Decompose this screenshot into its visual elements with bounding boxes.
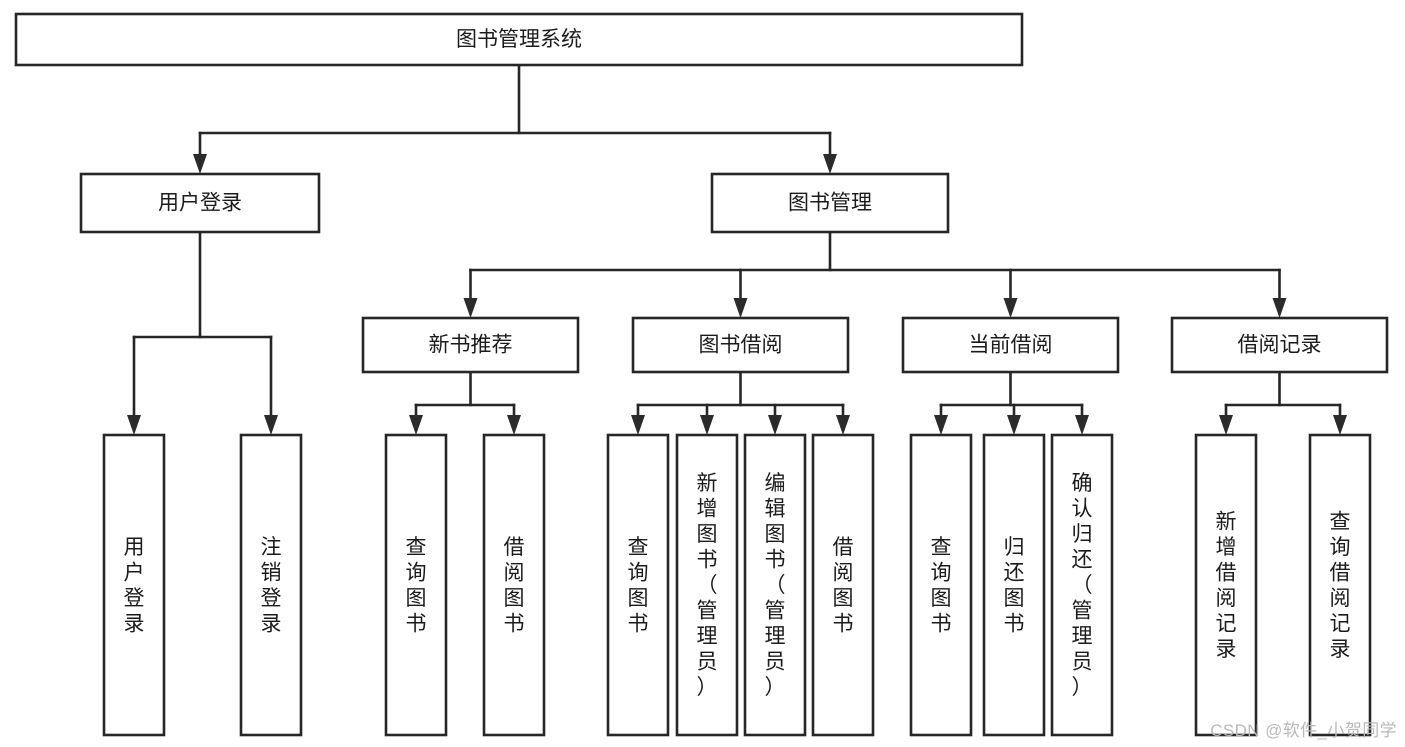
- node-box[interactable]: [1170, 316, 1389, 374]
- node-label: 编辑图书（管理员）: [765, 472, 786, 699]
- node-label: 注销登录: [261, 536, 282, 636]
- node-label: 用户登录: [124, 536, 145, 636]
- node-leaf-query-book-current[interactable]: 查询图书: [909, 433, 973, 737]
- node-label: 新书推荐: [429, 334, 513, 357]
- arrow-head-icon: [768, 415, 782, 435]
- arrow-head-icon: [1007, 415, 1021, 435]
- node-box[interactable]: [79, 172, 321, 234]
- arrow-head-icon: [836, 415, 850, 435]
- arrow-head-icon: [264, 415, 278, 435]
- arrow-head-icon: [1333, 415, 1347, 435]
- node-box[interactable]: [631, 316, 850, 374]
- arrow-head-icon: [463, 298, 478, 318]
- arrow-head-icon: [733, 298, 748, 318]
- node-book-borrow[interactable]: 图书借阅: [631, 316, 850, 374]
- node-leaf-query-book-rec[interactable]: 查询图书: [384, 433, 448, 737]
- node-borrow-records[interactable]: 借阅记录: [1170, 316, 1389, 374]
- node-leaf-confirm-return[interactable]: 确认归还（管理员）: [1050, 433, 1114, 737]
- arrow-head-icon: [127, 415, 141, 435]
- node-box[interactable]: [675, 433, 739, 737]
- node-leaf-query-book-borrow[interactable]: 查询图书: [606, 433, 670, 737]
- node-leaf-user-login[interactable]: 用户登录: [102, 433, 166, 737]
- arrow-head-icon: [507, 415, 521, 435]
- node-label: 新增借阅记录: [1216, 510, 1237, 661]
- node-box[interactable]: [811, 433, 875, 737]
- watermark-text: CSDN @软件_小贺同学: [1210, 721, 1397, 740]
- node-leaf-logout[interactable]: 注销登录: [239, 433, 303, 737]
- node-box[interactable]: [14, 12, 1024, 67]
- arrow-head-icon: [1003, 298, 1018, 318]
- node-label: 确认归还（管理员）: [1072, 472, 1093, 699]
- node-leaf-edit-book[interactable]: 编辑图书（管理员）: [743, 433, 807, 737]
- node-label: 查询图书: [931, 536, 952, 636]
- node-box[interactable]: [1194, 433, 1258, 737]
- node-label: 借阅图书: [833, 536, 854, 636]
- node-leaf-query-record[interactable]: 查询借阅记录: [1308, 433, 1372, 737]
- node-user-login[interactable]: 用户登录: [79, 172, 321, 234]
- node-label: 新增图书（管理员）: [697, 472, 718, 699]
- node-root[interactable]: 图书管理系统: [14, 12, 1024, 67]
- node-label: 借阅记录: [1238, 334, 1322, 357]
- node-current-borrow[interactable]: 当前借阅: [901, 316, 1120, 374]
- node-label: 图书管理: [788, 192, 872, 215]
- node-leaf-add-book[interactable]: 新增图书（管理员）: [675, 433, 739, 737]
- node-label: 归还图书: [1004, 536, 1025, 636]
- node-box[interactable]: [1308, 433, 1372, 737]
- node-leaf-add-record[interactable]: 新增借阅记录: [1194, 433, 1258, 737]
- node-box[interactable]: [102, 433, 166, 737]
- node-box[interactable]: [901, 316, 1120, 374]
- diagram-nodes: 图书管理系统用户登录图书管理新书推荐图书借阅当前借阅借阅记录用户登录注销登录查询…: [14, 12, 1389, 737]
- node-box[interactable]: [239, 433, 303, 737]
- node-label: 用户登录: [158, 192, 242, 215]
- node-label: 查询图书: [628, 536, 649, 636]
- node-box[interactable]: [384, 433, 448, 737]
- arrow-head-icon: [1219, 415, 1233, 435]
- node-new-book-recommend[interactable]: 新书推荐: [361, 316, 580, 374]
- node-box[interactable]: [743, 433, 807, 737]
- node-box[interactable]: [982, 433, 1046, 737]
- node-box[interactable]: [482, 433, 546, 737]
- node-label: 图书管理系统: [456, 28, 582, 51]
- connector-lines: [127, 63, 1347, 435]
- node-leaf-borrow-book-rec[interactable]: 借阅图书: [482, 433, 546, 737]
- node-leaf-return-book[interactable]: 归还图书: [982, 433, 1046, 737]
- node-box[interactable]: [361, 316, 580, 374]
- arrow-head-icon: [1272, 298, 1287, 318]
- arrow-head-icon: [193, 154, 207, 174]
- node-leaf-borrow-book[interactable]: 借阅图书: [811, 433, 875, 737]
- node-label: 当前借阅: [969, 334, 1053, 357]
- arrow-head-icon: [1075, 415, 1089, 435]
- node-label: 图书借阅: [699, 334, 783, 357]
- node-box[interactable]: [710, 172, 950, 234]
- arrow-head-icon: [823, 154, 837, 174]
- arrow-head-icon: [700, 415, 714, 435]
- node-label: 查询图书: [406, 536, 427, 636]
- node-box[interactable]: [909, 433, 973, 737]
- node-book-management[interactable]: 图书管理: [710, 172, 950, 234]
- arrow-head-icon: [409, 415, 423, 435]
- arrow-head-icon: [934, 415, 948, 435]
- node-box[interactable]: [606, 433, 670, 737]
- node-box[interactable]: [1050, 433, 1114, 737]
- node-label: 查询借阅记录: [1330, 510, 1351, 661]
- arrow-head-icon: [631, 415, 645, 435]
- node-label: 借阅图书: [504, 536, 525, 636]
